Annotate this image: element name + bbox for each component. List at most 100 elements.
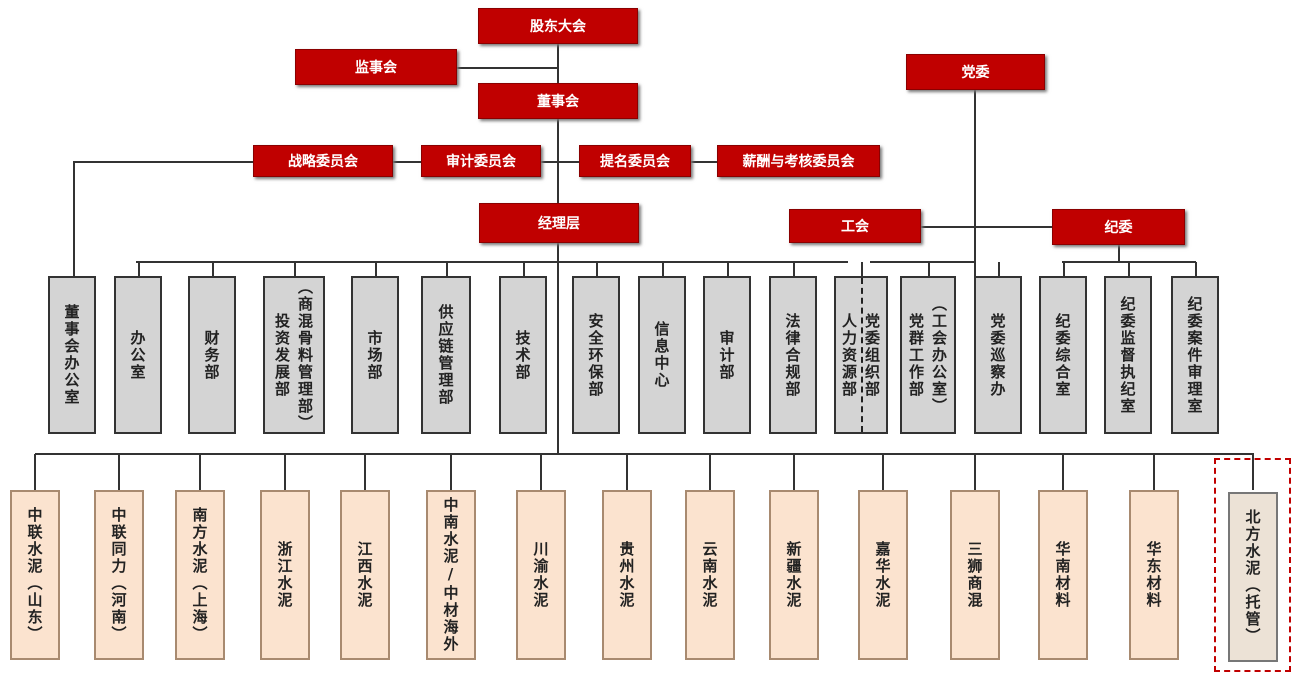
connector: [596, 262, 598, 276]
subsidiary-label: 川渝水泥: [531, 541, 550, 609]
department-label: 审计部: [717, 329, 736, 381]
connector: [294, 262, 296, 276]
connector: [34, 454, 36, 490]
management-box: 经理层: [479, 203, 639, 243]
subsidiary-box: 川渝水泥: [516, 490, 566, 660]
dashed-divider: [861, 278, 863, 432]
connector: [974, 90, 976, 276]
subsidiary-box: 北方水泥（托管）: [1228, 492, 1278, 662]
department-label: 投资发展部: [273, 312, 291, 398]
department-label: 办公室: [128, 329, 147, 381]
connector: [446, 262, 448, 276]
shareholders-meeting-box: 股东大会: [478, 8, 638, 44]
trusteeship-dashed-frame: [1214, 458, 1291, 672]
connector: [1153, 454, 1155, 490]
connector: [974, 454, 976, 490]
subsidiary-label: 北方水泥（托管）: [1243, 509, 1262, 645]
department-box: 纪委案件审理室: [1171, 276, 1219, 434]
department-label: 纪委综合室: [1053, 312, 1072, 398]
subsidiary-box: 华南材料: [1038, 490, 1088, 660]
connector: [793, 262, 795, 276]
strategy-committee-box: 战略委员会: [253, 145, 393, 177]
subsidiary-box: 三狮商混: [950, 490, 1000, 660]
department-box: 审计部: [703, 276, 751, 434]
department-label: 信息中心: [652, 321, 671, 389]
subsidiary-box: 嘉华水泥: [858, 490, 908, 660]
connector: [199, 454, 201, 490]
subsidiary-label: 华南材料: [1053, 541, 1072, 609]
connector: [457, 67, 557, 69]
department-label: 人力资源部: [840, 312, 858, 398]
subsidiary-box: 中联同力（河南）: [94, 490, 144, 660]
connector: [557, 44, 559, 454]
connector: [35, 453, 1254, 455]
subsidiary-label: 南方水泥（上海）: [190, 507, 209, 643]
subsidiary-box: 贵州水泥: [602, 490, 652, 660]
subsidiary-label: 新疆水泥: [784, 541, 803, 609]
subsidiary-label: 中联水泥（山东）: [25, 507, 44, 643]
nomination-committee-box: 提名委员会: [579, 145, 691, 177]
subsidiary-label: 华东材料: [1144, 541, 1163, 609]
connector: [709, 454, 711, 490]
department-box: （商混骨料管理部） 投资发展部: [263, 276, 325, 434]
connector: [375, 262, 377, 276]
connector: [861, 262, 863, 276]
subsidiary-label: 嘉华水泥: [873, 541, 892, 609]
department-label: 党委组织部: [863, 312, 881, 398]
connector: [727, 262, 729, 276]
connector: [1195, 262, 1197, 276]
department-label: 市场部: [365, 329, 384, 381]
department-label: 法律合规部: [783, 312, 802, 398]
department-label: 党委巡察办: [988, 312, 1007, 398]
subsidiary-box: 新疆水泥: [769, 490, 819, 660]
connector: [364, 454, 366, 490]
department-box: 技术部: [499, 276, 547, 434]
connector: [450, 454, 452, 490]
department-label: （商混骨料管理部）: [296, 278, 314, 432]
department-box: 供应链管理部: [421, 276, 471, 434]
connector: [393, 161, 421, 163]
party-committee-box: 党委: [906, 54, 1045, 90]
compensation-committee-box: 薪酬与考核委员会: [717, 145, 880, 177]
department-label: 纪委监督执纪室: [1118, 295, 1137, 415]
subsidiary-box: 南方水泥（上海）: [175, 490, 225, 660]
subsidiary-label: 云南水泥: [700, 541, 719, 609]
department-box: 办公室: [114, 276, 162, 434]
department-box: 纪委监督执纪室: [1104, 276, 1152, 434]
subsidiary-box: 中南水泥/中材海外: [426, 490, 476, 660]
subsidiary-box: 云南水泥: [685, 490, 735, 660]
department-box: 纪委综合室: [1039, 276, 1087, 434]
department-box: （工会办公室） 党群工作部: [900, 276, 956, 434]
department-box: 法律合规部: [769, 276, 817, 434]
subsidiary-label: 中南水泥/中材海外: [441, 497, 460, 653]
department-label: 技术部: [513, 329, 532, 381]
connector: [118, 454, 120, 490]
subsidiary-label: 浙江水泥: [275, 541, 294, 609]
connector: [921, 226, 1052, 228]
connector: [73, 161, 253, 163]
audit-committee-box: 审计委员会: [421, 145, 541, 177]
department-box: 信息中心: [638, 276, 686, 434]
department-label: 董事会办公室: [62, 304, 81, 406]
connector: [1118, 245, 1120, 262]
connector: [284, 454, 286, 490]
subsidiary-box: 江西水泥: [340, 490, 390, 660]
connector: [1128, 262, 1130, 276]
discipline-committee-box: 纪委: [1052, 209, 1185, 245]
connector: [540, 454, 542, 490]
connector: [793, 454, 795, 490]
department-label: （工会办公室）: [930, 295, 948, 415]
department-label: 党群工作部: [907, 312, 925, 398]
connector: [541, 161, 579, 163]
department-label: 安全环保部: [586, 312, 605, 398]
department-box: 安全环保部: [572, 276, 620, 434]
connector: [626, 454, 628, 490]
department-box: 市场部: [351, 276, 399, 434]
board-box: 董事会: [478, 83, 638, 119]
connector: [1252, 454, 1254, 490]
connector: [523, 262, 525, 276]
subsidiary-label: 中联同力（河南）: [109, 507, 128, 643]
connector: [136, 261, 848, 263]
connector: [1062, 454, 1064, 490]
subsidiary-box: 浙江水泥: [260, 490, 310, 660]
